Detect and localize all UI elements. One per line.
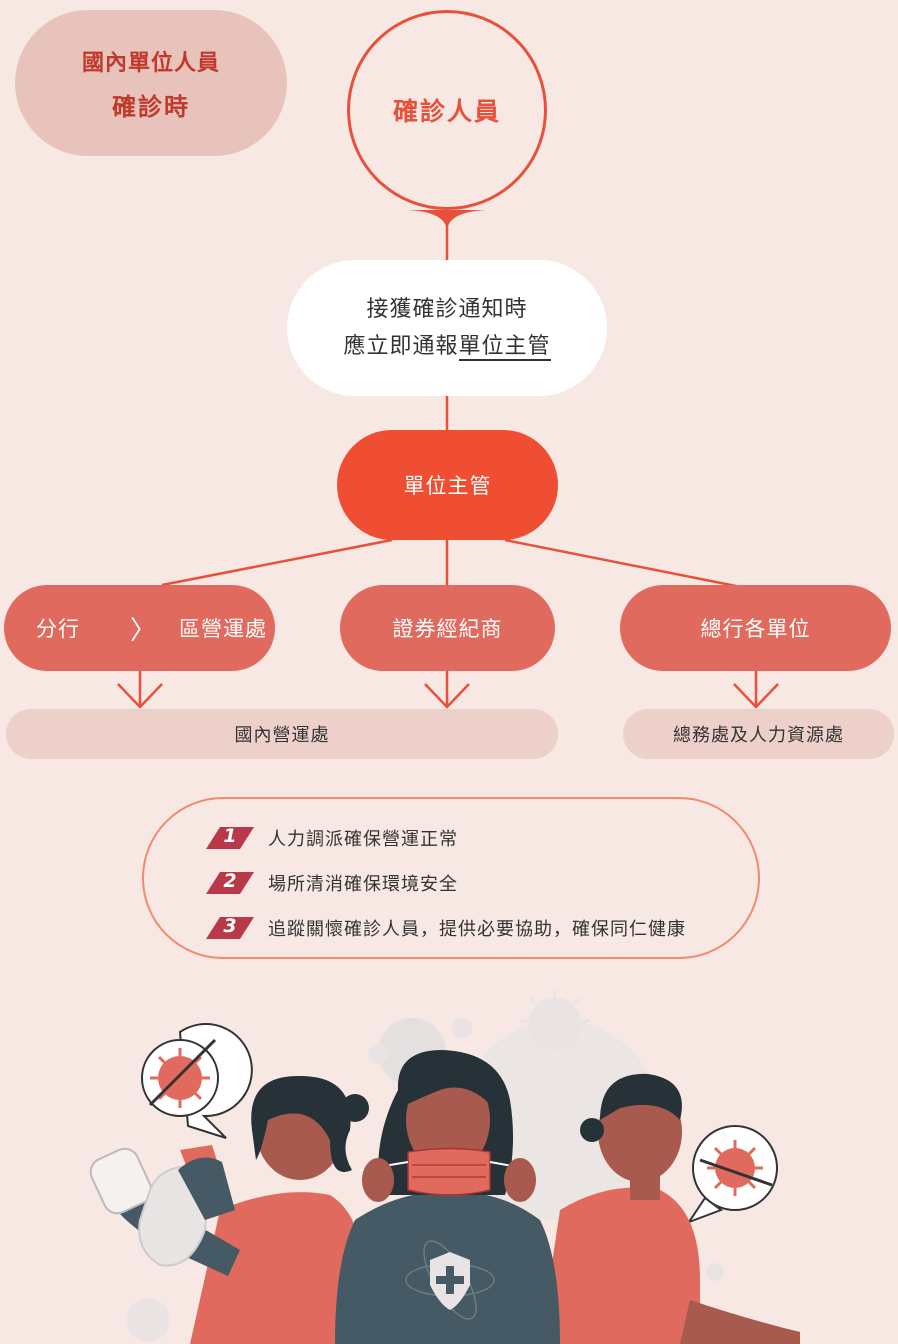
task-text: 追蹤關懷確診人員，提供必要協助，確保同仁健康 — [268, 919, 686, 940]
number-badge: 2 — [206, 870, 254, 894]
virus-icon — [519, 990, 591, 1051]
supervisor-label: 單位主管 — [403, 474, 492, 498]
person-left — [89, 1075, 369, 1344]
unit-hq-label: 總行各單位 — [700, 617, 811, 641]
task-number: 1 — [223, 825, 237, 847]
person-center — [335, 1050, 560, 1344]
task-text: 人力調派確保營運正常 — [268, 829, 458, 850]
title-line1: 國內單位人員 — [81, 50, 220, 76]
person-right — [540, 1073, 800, 1344]
unit-broker-label: 證券經紀商 — [392, 617, 503, 641]
supervisor-node: 單位主管 — [337, 430, 558, 540]
task-number: 3 — [223, 915, 237, 937]
unit-branch-node: 分行 〉 區營運處 — [4, 585, 275, 671]
illustration-people-with-masks — [89, 990, 800, 1344]
dest-domestic-node: 國內營運處 — [6, 709, 558, 759]
virus-icon — [368, 1044, 388, 1064]
unit-broker-node: 證券經紀商 — [340, 585, 555, 671]
virus-icon — [452, 1018, 472, 1038]
no-virus-bubble-right — [686, 1125, 778, 1225]
number-badge: 3 — [206, 915, 254, 939]
confirmed-person-label: 確診人員 — [392, 97, 501, 126]
notify-line2-prefix: 應立即通報 — [343, 334, 459, 359]
dest-hr-label: 總務處及人力資源處 — [673, 725, 844, 746]
unit-region-label: 區營運處 — [179, 617, 268, 641]
task-number: 2 — [223, 870, 237, 892]
task-item: 3 追蹤關懷確診人員，提供必要協助，確保同仁健康 — [206, 915, 686, 941]
title-line2: 確診時 — [112, 92, 190, 121]
circle-pointer — [408, 210, 486, 232]
task-item: 1 人力調派確保營運正常 — [206, 825, 458, 851]
notify-line2: 應立即通報單位主管 — [343, 328, 551, 365]
face-mask — [407, 1147, 491, 1196]
title-badge: 國內單位人員 確診時 — [15, 10, 287, 156]
unit-hq-node: 總行各單位 — [620, 585, 891, 671]
virus-icon — [126, 1298, 170, 1342]
dest-domestic-label: 國內營運處 — [234, 725, 330, 746]
task-item: 2 場所清消確保環境安全 — [206, 870, 458, 896]
notify-line1: 接獲確診通知時 — [366, 297, 528, 322]
number-badge: 1 — [206, 825, 254, 849]
virus-icon — [706, 1263, 724, 1281]
no-virus-bubble-left — [141, 1023, 253, 1139]
task-text: 場所清消確保環境安全 — [268, 874, 458, 895]
notify-node: 接獲確診通知時 應立即通報單位主管 — [287, 260, 607, 396]
tasks-box: 1 人力調派確保營運正常 2 場所清消確保環境安全 3 追蹤關懷確診人員，提供必… — [142, 797, 760, 959]
notify-line2-underlined: 單位主管 — [458, 334, 551, 361]
confirmed-person-node: 確診人員 — [347, 10, 547, 210]
dest-hr-node: 總務處及人力資源處 — [623, 709, 894, 759]
unit-branch-label: 分行 — [36, 617, 80, 641]
chevron-right-icon: 〉 — [130, 615, 158, 646]
